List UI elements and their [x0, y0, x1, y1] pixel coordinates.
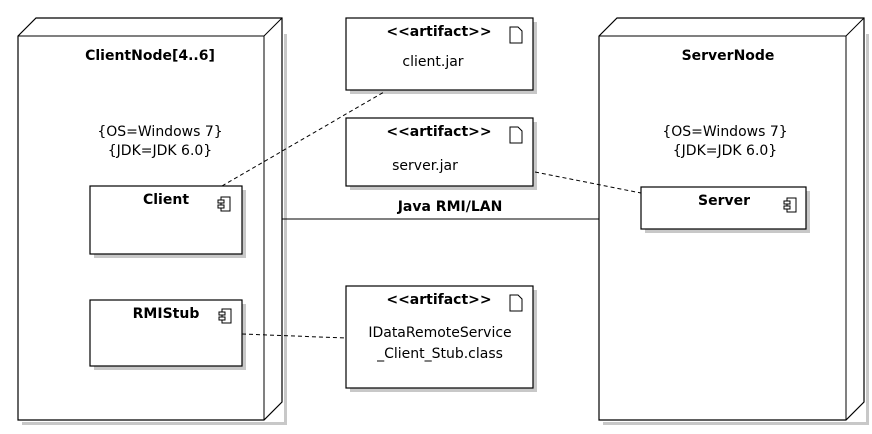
artifact-name: client.jar [402, 54, 463, 70]
artifact-stereotype: <<artifact>> [386, 124, 491, 140]
rmistub-component[interactable]: RMIStub [89, 299, 246, 370]
artifact-file-icon [509, 126, 523, 144]
server-component[interactable]: Server [640, 186, 810, 233]
client-node-os-property: {OS=Windows 7} [97, 124, 222, 140]
client-node-jdk-property: {JDK=JDK 6.0} [108, 143, 212, 159]
manifest-link-client [221, 91, 385, 187]
artifact-name: server.jar [392, 158, 458, 174]
component-icon [217, 196, 231, 212]
client-component-label: Client [143, 192, 189, 208]
artifact-name-line-1: IDataRemoteService [368, 325, 511, 341]
artifact-name-line-2: _Client_Stub.class [376, 346, 503, 362]
artifact-file-icon [509, 294, 523, 312]
artifact-stub-class[interactable]: <<artifact>> IDataRemoteService _Client_… [345, 285, 537, 392]
manifest-link-rmistub [241, 333, 347, 339]
artifact-client-jar[interactable]: <<artifact>> client.jar [345, 17, 537, 94]
server-component-label: Server [698, 193, 750, 209]
component-icon [783, 197, 797, 213]
artifact-file-icon [509, 26, 523, 44]
artifact-stereotype: <<artifact>> [386, 292, 491, 308]
server-node-jdk-property: {JDK=JDK 6.0} [673, 143, 777, 159]
rmistub-component-label: RMIStub [133, 306, 200, 322]
artifact-stereotype: <<artifact>> [386, 24, 491, 40]
server-node-os-property: {OS=Windows 7} [662, 124, 787, 140]
artifact-server-jar[interactable]: <<artifact>> server.jar [345, 117, 537, 190]
communication-path-label: Java RMI/LAN [397, 199, 503, 215]
client-node-title: ClientNode[4..6] [85, 48, 215, 64]
component-icon [218, 308, 232, 324]
client-component[interactable]: Client [89, 185, 246, 258]
server-node-title: ServerNode [682, 48, 775, 64]
